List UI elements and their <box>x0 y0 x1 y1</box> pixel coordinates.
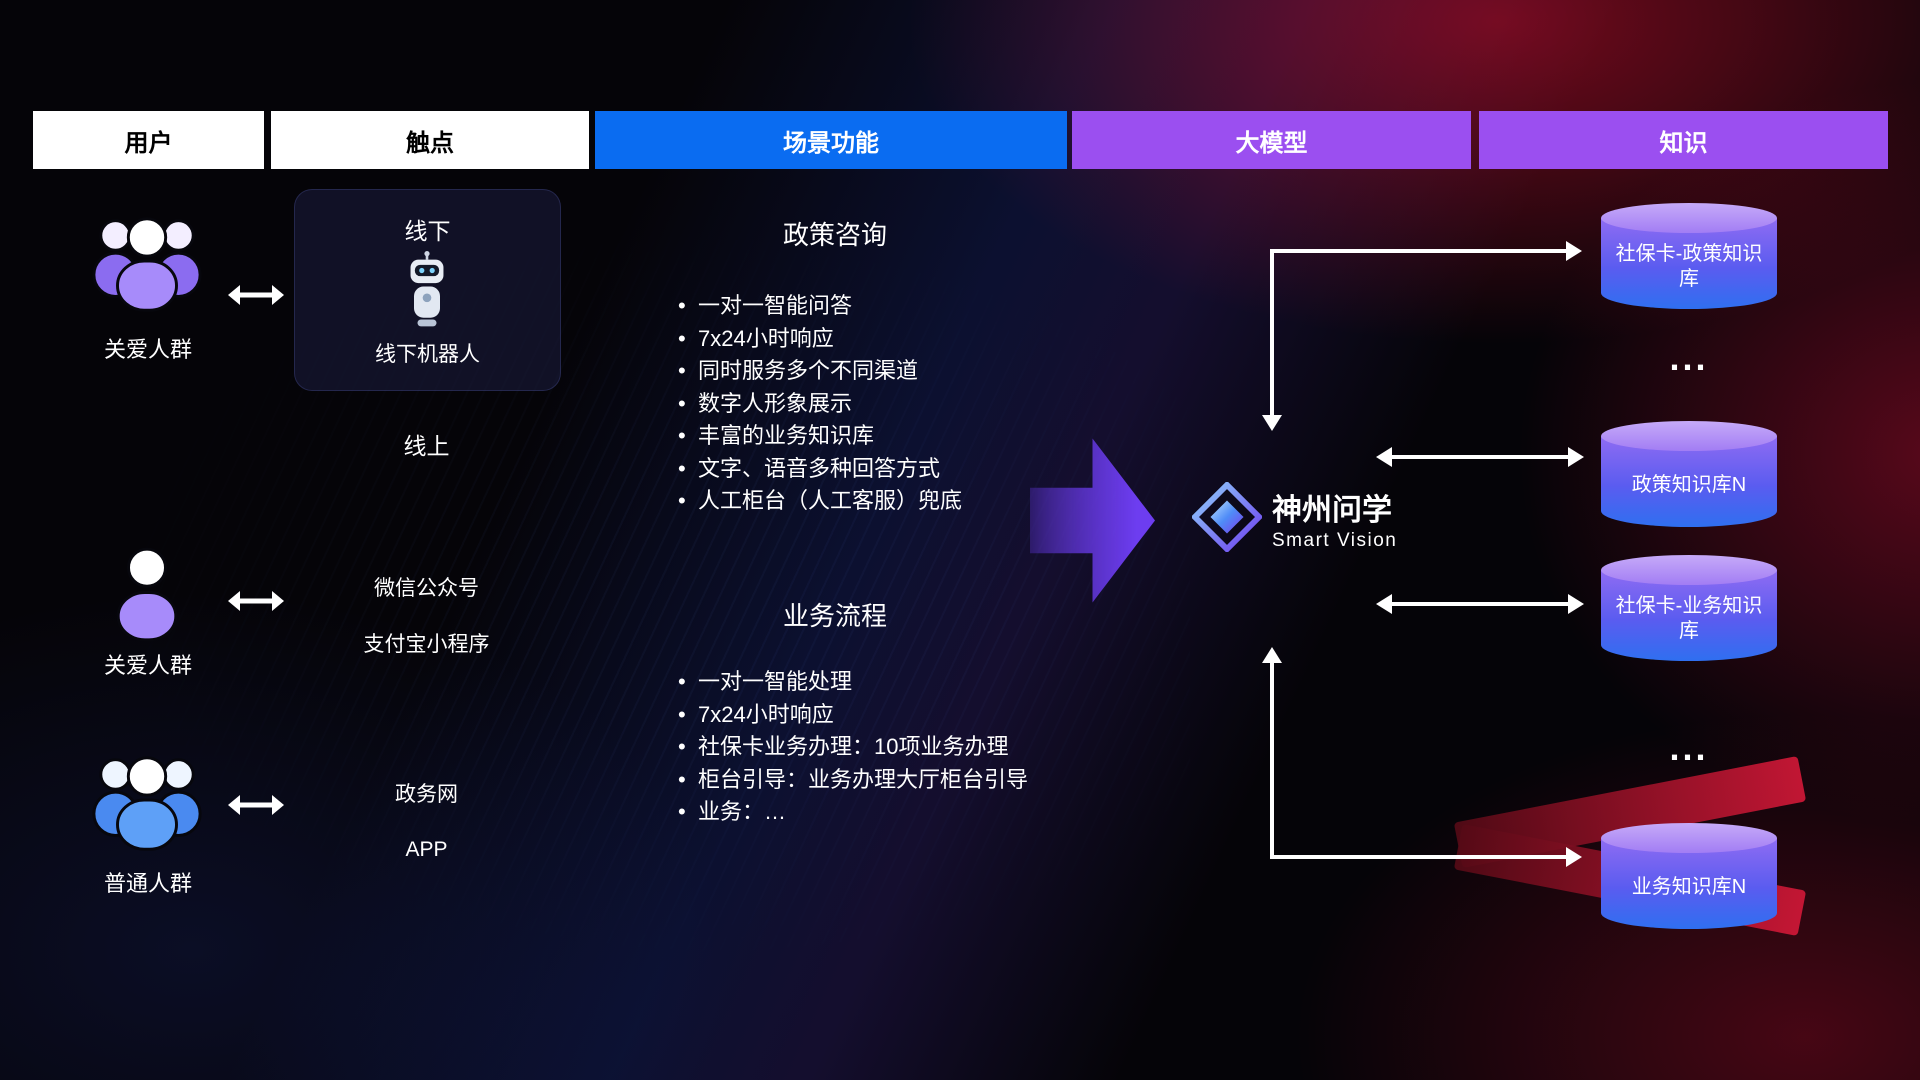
model-subtitle: Smart Vision <box>1272 530 1398 551</box>
policy-feature-item: 文字、语音多种回答方式 <box>676 453 962 486</box>
column-header-scene-functions-label: 场景功能 <box>783 129 879 157</box>
user-single-purple-icon <box>110 545 184 648</box>
user-group-2-label: 关爱人群 <box>103 653 192 678</box>
connector-bottom-up-arrowhead <box>1262 647 1282 663</box>
column-header-large-model-label: 大模型 <box>1235 129 1308 157</box>
bidirectional-arrow-icon <box>225 588 287 619</box>
connector-top-horizontal <box>1270 249 1566 253</box>
business-feature-item: 柜台引导：业务办理大厅柜台引导 <box>676 764 1028 797</box>
touchpoint-app: APP <box>405 838 448 861</box>
policy-feature-list: 一对一智能问答 7x24小时响应 同时服务多个不同渠道 数字人形象展示 丰富的业… <box>676 290 962 518</box>
database-cylinder-body <box>1601 570 1777 661</box>
column-header-knowledge: 知识 <box>1479 111 1888 169</box>
business-feature-item: 社保卡业务办理：10项业务办理 <box>676 731 1028 764</box>
touchpoint-wechat: 微信公众号 <box>374 577 479 600</box>
business-feature-item: 业务：… <box>676 796 1028 829</box>
column-header-users: 用户 <box>33 111 264 169</box>
database-cylinder-body <box>1601 838 1777 929</box>
business-section-title: 业务流程 <box>782 601 887 631</box>
database-cylinder-top <box>1601 203 1777 233</box>
offline-robot-label: 线下机器人 <box>375 343 480 366</box>
connector-policy-n-left-arrowhead <box>1376 447 1392 467</box>
business-feature-item: 一对一智能处理 <box>676 666 1028 699</box>
policy-feature-item: 人工柜台（人工客服）兜底 <box>676 485 962 518</box>
column-header-scene-functions: 场景功能 <box>595 111 1067 169</box>
database-business-socialcard: 社保卡-业务知识库 <box>1601 555 1777 661</box>
online-title: 线上 <box>403 433 450 459</box>
column-header-knowledge-label: 知识 <box>1659 129 1708 157</box>
knowledge-ellipsis-1: ... <box>1669 337 1709 378</box>
connector-bottom-right-arrowhead <box>1566 847 1582 867</box>
user-group-1-label: 关爱人群 <box>103 337 192 362</box>
database-cylinder-top <box>1601 823 1777 853</box>
connector-top-down-arrowhead <box>1262 415 1282 431</box>
database-policy-n: 政策知识库N <box>1601 421 1777 527</box>
connector-bottom-vertical <box>1270 663 1274 857</box>
database-cylinder-body <box>1601 436 1777 527</box>
user-group-3-label: 普通人群 <box>103 871 192 896</box>
policy-feature-item: 一对一智能问答 <box>676 290 962 323</box>
database-cylinder-top <box>1601 421 1777 451</box>
users-group-purple-icon <box>88 206 206 323</box>
connector-business-card-left-arrowhead <box>1376 594 1392 614</box>
policy-feature-item: 同时服务多个不同渠道 <box>676 355 962 388</box>
policy-feature-item: 数字人形象展示 <box>676 388 962 421</box>
database-label: 业务知识库N <box>1631 875 1747 898</box>
column-header-touchpoints-label: 触点 <box>406 129 454 157</box>
policy-feature-item: 7x24小时响应 <box>676 323 962 356</box>
offline-title: 线下 <box>404 218 451 244</box>
database-label: 社保卡-政策知识库 <box>1615 243 1763 290</box>
policy-feature-item: 丰富的业务知识库 <box>676 420 962 453</box>
connector-policy-n <box>1392 455 1568 459</box>
database-label: 政策知识库N <box>1631 473 1747 496</box>
offline-touchpoint-card: 线下 线下机器人 <box>294 189 561 391</box>
connector-top-vertical <box>1270 249 1274 417</box>
business-feature-item: 7x24小时响应 <box>676 699 1028 732</box>
database-policy-socialcard: 社保卡-政策知识库 <box>1601 203 1777 309</box>
users-group-blue-icon <box>88 745 206 862</box>
touchpoint-alipay: 支付宝小程序 <box>363 633 490 656</box>
database-business-n: 业务知识库N <box>1601 823 1777 929</box>
connector-business-card <box>1392 602 1568 606</box>
column-header-users-label: 用户 <box>124 129 173 157</box>
smart-vision-wordmark: 神州问学 Smart Vision <box>1272 494 1397 552</box>
column-header-large-model: 大模型 <box>1072 111 1471 169</box>
model-name: 神州问学 <box>1272 494 1392 527</box>
connector-business-card-right-arrowhead <box>1568 594 1584 614</box>
bidirectional-arrow-icon <box>225 792 287 823</box>
connector-policy-n-right-arrowhead <box>1568 447 1584 467</box>
robot-icon <box>401 248 453 337</box>
connector-top-right-arrowhead <box>1566 241 1582 261</box>
column-header-touchpoints: 触点 <box>271 111 589 169</box>
database-label: 社保卡-业务知识库 <box>1615 595 1763 642</box>
bidirectional-arrow-icon <box>225 282 287 313</box>
policy-section-title: 政策咨询 <box>782 220 887 250</box>
smart-vision-logo-icon <box>1190 480 1264 557</box>
database-cylinder-top <box>1601 555 1777 585</box>
business-feature-list: 一对一智能处理 7x24小时响应 社保卡业务办理：10项业务办理 柜台引导：业务… <box>676 666 1028 829</box>
database-cylinder-body <box>1601 218 1777 309</box>
touchpoint-gov-web: 政务网 <box>395 783 458 806</box>
connector-bottom-horizontal <box>1270 855 1566 859</box>
knowledge-ellipsis-2: ... <box>1669 727 1709 768</box>
